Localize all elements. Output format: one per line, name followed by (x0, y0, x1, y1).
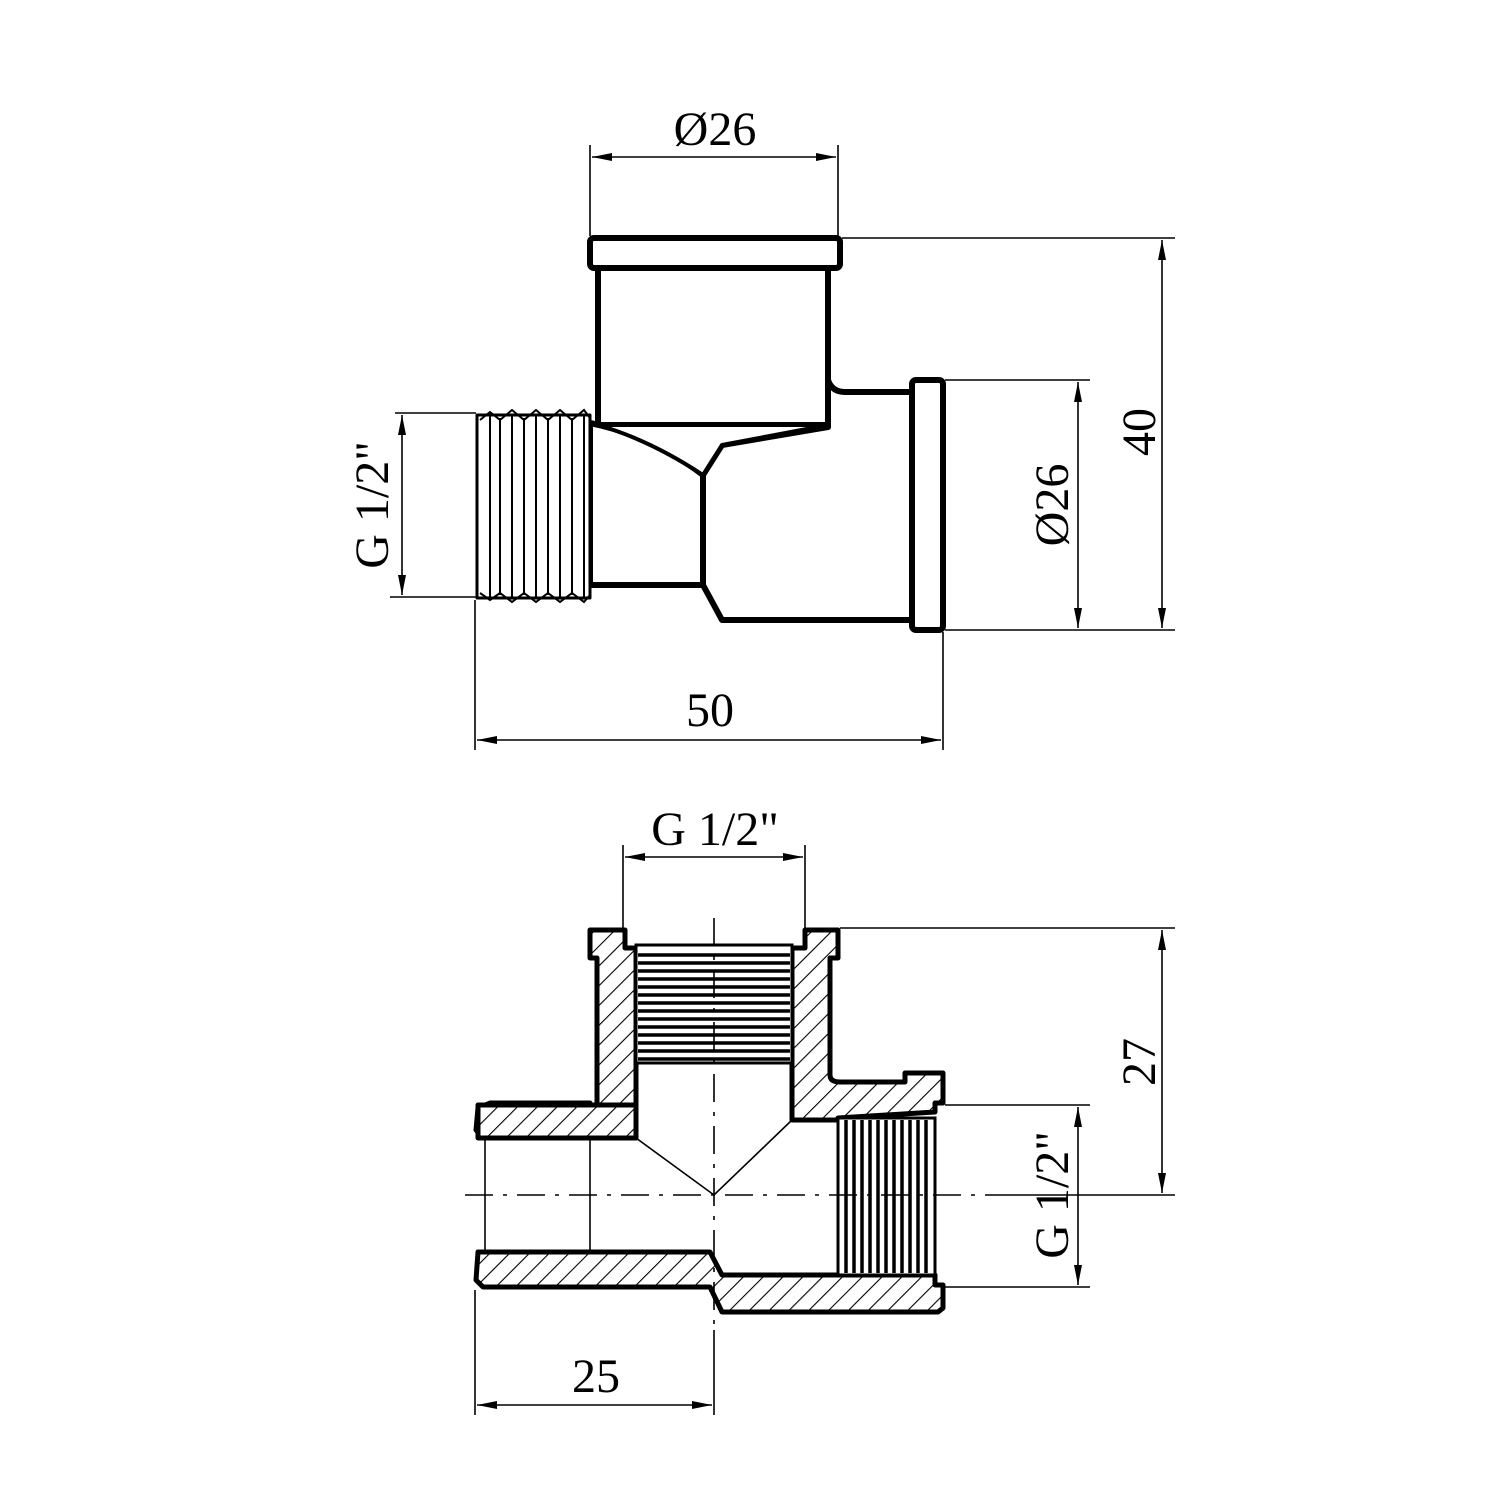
dimension-top-thread: G 1/2" (622, 803, 806, 928)
dim-top-thread-label: G 1/2" (651, 803, 779, 856)
dimension-top-diameter: Ø26 (589, 103, 839, 236)
right-internal-thread (836, 1116, 937, 1277)
left-male-thread (475, 408, 592, 604)
dimension-left-thread: G 1/2" (346, 412, 476, 598)
dimension-height-27: 27 (840, 927, 1175, 1196)
dim-length-label: 50 (686, 684, 734, 737)
top-flange (587, 235, 843, 271)
dim-height-label: 40 (1113, 408, 1166, 456)
dimension-right-thread: G 1/2" (945, 1104, 1090, 1288)
top-view-elbow-tee: Ø26 40 Ø26 G 1/2" 50 (346, 103, 1175, 750)
top-socket-right-wall (789, 927, 946, 1123)
top-body (595, 265, 831, 428)
section-view-tee: G 1/2" 27 G 1/2" 25 (465, 803, 1175, 1415)
dim-right-diameter-label: Ø26 (1026, 464, 1079, 547)
dim-length-25-label: 25 (572, 1350, 620, 1403)
right-flange (909, 377, 946, 633)
dimension-length-50: 50 (474, 600, 944, 750)
dimension-height-40: 40 (842, 237, 1175, 631)
left-upper-wall-body (475, 1102, 639, 1141)
dim-top-diameter-label: Ø26 (674, 103, 757, 156)
dim-height-27-label: 27 (1113, 1038, 1166, 1086)
dimension-right-diameter: Ø26 (945, 379, 1090, 628)
cone-face (596, 423, 830, 477)
lower-wall (473, 1249, 946, 1315)
dim-right-thread-label: G 1/2" (1026, 1131, 1079, 1259)
dim-left-thread-label: G 1/2" (346, 441, 399, 569)
dimension-length-25: 25 (474, 1290, 715, 1415)
